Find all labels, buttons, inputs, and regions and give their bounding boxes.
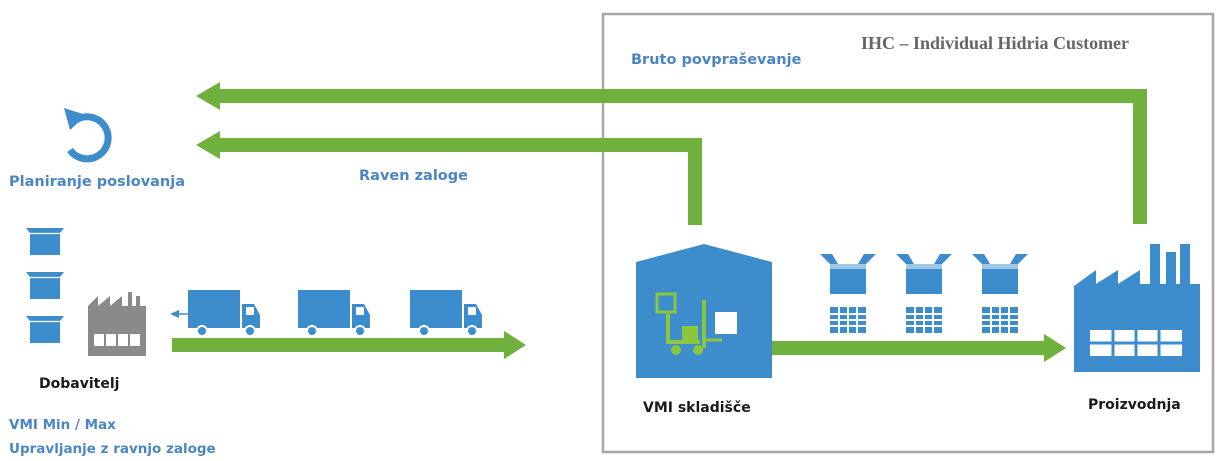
stock-level-arrow xyxy=(196,131,702,225)
gross-demand-label: Bruto povpraševanje xyxy=(631,52,802,68)
supplier-factory-icon xyxy=(88,292,146,356)
refresh-icon xyxy=(64,108,112,163)
stock-level-label: Raven zaloge xyxy=(359,168,468,184)
production-factory-icon xyxy=(1074,244,1200,372)
supply-flow-arrow xyxy=(172,331,526,359)
ihc-region-frame xyxy=(601,12,1215,454)
warehouse-label: VMI skladišče xyxy=(643,400,751,416)
supplier-box-stack xyxy=(25,227,65,344)
supplier-label: Dobavitelj xyxy=(39,376,120,392)
production-label: Proizvodnja xyxy=(1088,397,1181,413)
warehouse-icon xyxy=(636,244,772,378)
planning-label: Planiranje poslovanja xyxy=(9,174,186,190)
delivery-trucks xyxy=(187,289,483,337)
gross-demand-arrow xyxy=(196,82,1147,224)
ihc-region-title: IHC – Individual Hidria Customer xyxy=(861,33,1130,53)
replenishment-flow-arrow xyxy=(772,334,1066,362)
stock-boxes xyxy=(820,254,1028,294)
small-left-arrow xyxy=(170,310,190,318)
stock-management-label: Upravljanje z ravnjo zaloge xyxy=(9,441,216,457)
vmi-minmax-label: VMI Min / Max xyxy=(9,417,116,433)
stock-pallets xyxy=(829,306,1019,334)
